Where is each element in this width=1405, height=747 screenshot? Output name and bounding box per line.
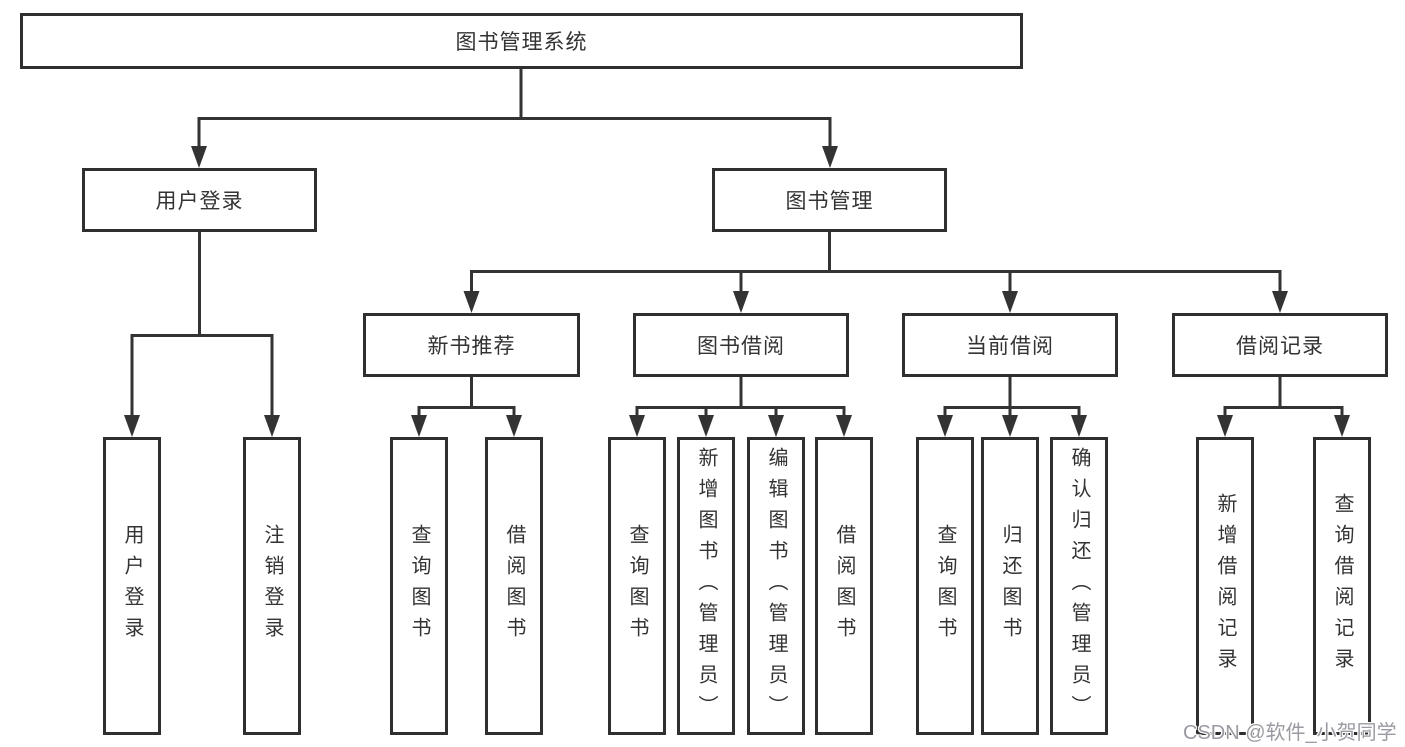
node-new-book-recommend-label: 新书推荐 bbox=[427, 335, 516, 358]
leaf-edit-book-admin: 编辑图书（管理员） bbox=[747, 437, 805, 735]
arrow-down-icon bbox=[191, 146, 207, 168]
arrow-down-icon bbox=[1071, 415, 1087, 437]
node-root: 图书管理系统 bbox=[20, 13, 1023, 69]
arrow-down-icon bbox=[264, 415, 280, 437]
leaf-add-borrow-record: 新增借阅记录 bbox=[1196, 437, 1254, 735]
arrow-down-icon bbox=[733, 291, 749, 313]
leaf-borrow-book-1: 借阅图书 bbox=[485, 437, 543, 735]
node-book-borrow: 图书借阅 bbox=[633, 313, 849, 377]
arrow-down-icon bbox=[463, 291, 480, 313]
node-user-login: 用户登录 bbox=[82, 168, 317, 232]
arrow-down-icon bbox=[1002, 291, 1018, 313]
leaf-label: 查询借阅记录 bbox=[1331, 493, 1353, 679]
arrow-down-icon bbox=[1272, 291, 1288, 313]
leaf-label: 用户登录 bbox=[121, 524, 143, 648]
node-borrow-records-label: 借阅记录 bbox=[1236, 335, 1324, 358]
leaf-query-book-2: 查询图书 bbox=[608, 437, 666, 735]
leaf-query-borrow-record: 查询借阅记录 bbox=[1313, 437, 1371, 735]
arrow-down-icon bbox=[1217, 415, 1233, 437]
leaf-query-book-1: 查询图书 bbox=[390, 437, 448, 735]
arrow-down-icon bbox=[1334, 415, 1350, 437]
leaf-label: 查询图书 bbox=[626, 524, 648, 648]
node-current-borrow: 当前借阅 bbox=[902, 313, 1118, 377]
leaf-add-book-admin: 新增图书（管理员） bbox=[677, 437, 735, 735]
node-current-borrow-label: 当前借阅 bbox=[966, 335, 1054, 358]
leaf-logout: 注销登录 bbox=[243, 437, 301, 735]
leaf-label: 确认归还（管理员） bbox=[1068, 446, 1090, 726]
leaf-label: 归还图书 bbox=[999, 524, 1021, 648]
arrow-down-icon bbox=[698, 415, 714, 437]
leaf-label: 新增借阅记录 bbox=[1214, 493, 1236, 679]
leaf-confirm-return-admin: 确认归还（管理员） bbox=[1050, 437, 1108, 735]
leaf-label: 借阅图书 bbox=[833, 524, 855, 648]
leaf-query-book-3: 查询图书 bbox=[916, 437, 974, 735]
arrow-down-icon bbox=[1002, 415, 1018, 437]
leaf-label: 查询图书 bbox=[934, 524, 956, 648]
arrow-down-icon bbox=[822, 146, 838, 168]
leaf-label: 注销登录 bbox=[261, 524, 283, 648]
arrow-down-icon bbox=[937, 415, 953, 437]
arrow-down-icon bbox=[629, 415, 645, 437]
node-user-login-label: 用户登录 bbox=[155, 190, 244, 213]
csdn-watermark: CSDN @软件_小贺同学 bbox=[1183, 722, 1397, 744]
arrow-down-icon bbox=[836, 415, 852, 437]
node-book-borrow-label: 图书借阅 bbox=[697, 335, 785, 358]
arrow-down-icon bbox=[506, 415, 522, 437]
arrow-down-icon bbox=[411, 415, 427, 437]
node-book-management: 图书管理 bbox=[712, 168, 947, 232]
arrow-down-icon bbox=[768, 415, 784, 437]
node-root-label: 图书管理系统 bbox=[455, 31, 588, 54]
leaf-label: 编辑图书（管理员） bbox=[765, 446, 787, 726]
node-new-book-recommend: 新书推荐 bbox=[363, 313, 580, 377]
leaf-label: 新增图书（管理员） bbox=[695, 446, 717, 726]
leaf-return-book: 归还图书 bbox=[981, 437, 1039, 735]
arrow-down-icon bbox=[124, 415, 140, 437]
node-book-management-label: 图书管理 bbox=[785, 190, 874, 213]
leaf-user-login: 用户登录 bbox=[103, 437, 161, 735]
leaf-label: 查询图书 bbox=[408, 524, 430, 648]
leaf-borrow-book-2: 借阅图书 bbox=[815, 437, 873, 735]
leaf-label: 借阅图书 bbox=[503, 524, 525, 648]
node-borrow-records: 借阅记录 bbox=[1172, 313, 1388, 377]
